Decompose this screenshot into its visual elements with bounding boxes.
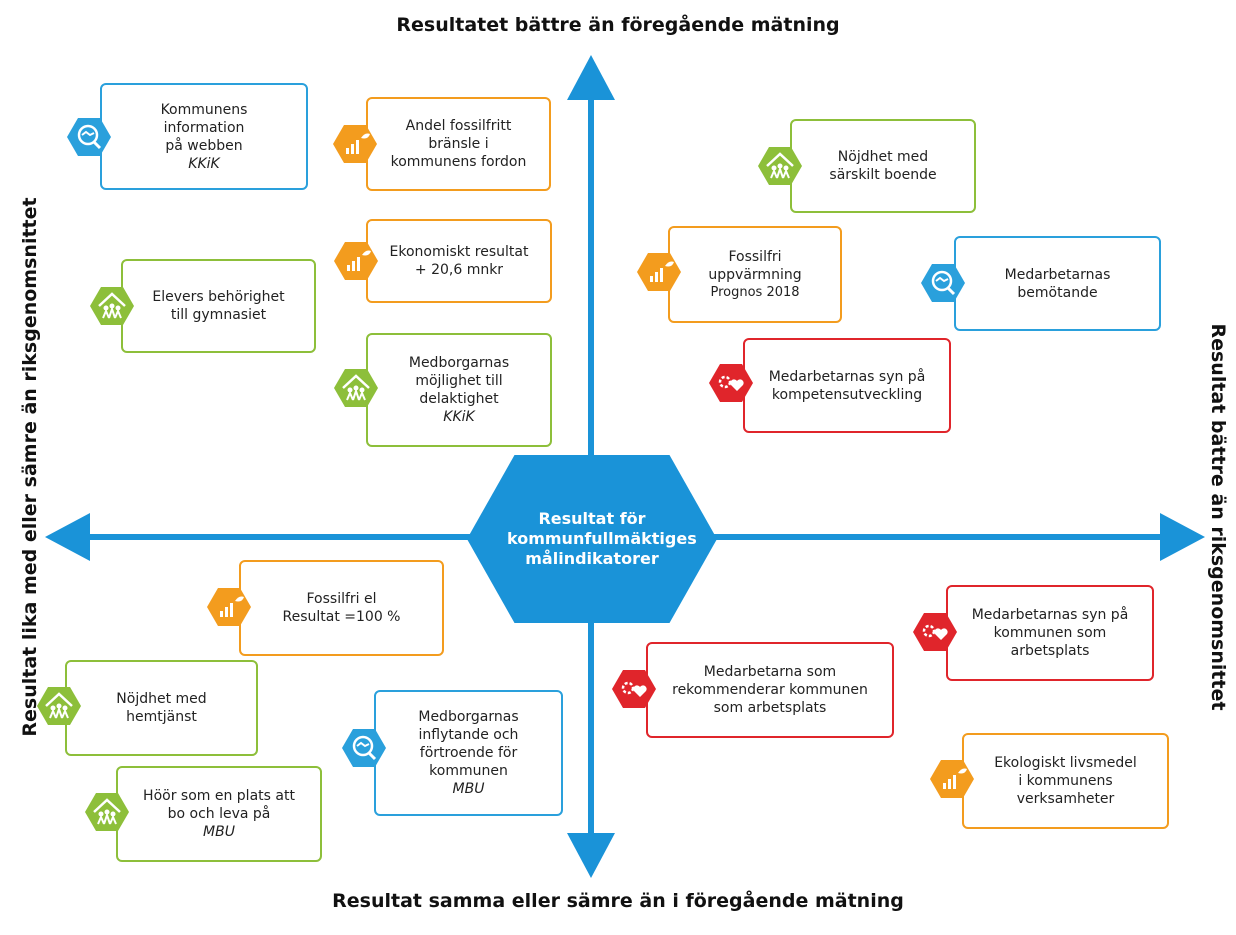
card-hoor-plats-att-leva: Höör som en plats att bo och leva på MBU bbox=[116, 766, 322, 862]
card-line: + 20,6 mnkr bbox=[414, 262, 504, 278]
card-line: Elevers behörighet bbox=[152, 289, 285, 305]
card-line: Nöjdhet med bbox=[837, 149, 929, 165]
card-line: möjlighet till bbox=[415, 373, 503, 389]
card-medborgarnas-inflytande: Medborgarnas inflytande och förtroende f… bbox=[374, 690, 563, 816]
card-elevers-behorighet: Elevers behörighet till gymnasiet bbox=[121, 259, 316, 353]
card-line: kompetensutveckling bbox=[771, 386, 923, 403]
card-line: Medarbetarnas syn på bbox=[971, 607, 1129, 623]
card-line: Höör som en plats att bbox=[143, 788, 295, 804]
heart-gear-icon bbox=[913, 613, 957, 651]
bottom-axis-label: Resultat samma eller sämre än i föregåen… bbox=[332, 890, 904, 912]
card-line: särskilt boende bbox=[829, 167, 937, 183]
card-line: kommunens fordon bbox=[390, 154, 527, 170]
center-title: Resultat för kommunfullmäktiges målindik… bbox=[507, 509, 697, 568]
card-medarbetarnas-bemotande: Medarbetarnas bemötande bbox=[954, 236, 1161, 331]
card-line: förtroende för bbox=[419, 745, 518, 761]
people-house-icon bbox=[85, 793, 129, 831]
card-note: KKiK bbox=[188, 155, 220, 172]
card-nojdhet-sarskilt-boende: Nöjdhet med särskilt boende bbox=[790, 119, 976, 213]
top-axis-label: Resultatet bättre än föregående mätning bbox=[396, 14, 840, 36]
card-line: kommunen bbox=[429, 763, 508, 779]
card-line: bemötande bbox=[1017, 284, 1098, 301]
card-line: till gymnasiet bbox=[170, 307, 267, 323]
handshake-magnifier-icon bbox=[67, 118, 111, 156]
card-note: MBU bbox=[452, 781, 485, 797]
card-subtext: Prognos 2018 bbox=[710, 284, 800, 300]
card-line: Andel fossilfritt bbox=[405, 118, 512, 134]
right-axis-label: Resultat bättre än riksgenomsnittet bbox=[1207, 323, 1229, 711]
growth-chart-icon bbox=[333, 125, 377, 163]
card-note: MBU bbox=[203, 824, 235, 840]
growth-chart-icon bbox=[637, 253, 681, 291]
people-house-icon bbox=[90, 287, 134, 325]
heart-gear-icon bbox=[709, 364, 753, 402]
card-line: på webben bbox=[165, 137, 243, 154]
heart-gear-icon bbox=[612, 670, 656, 708]
card-ekonomiskt-resultat: Ekonomiskt resultat + 20,6 mnkr bbox=[366, 219, 552, 303]
card-line: verksamheter bbox=[1016, 791, 1115, 807]
down-arrow bbox=[567, 833, 615, 878]
card-line: Ekologiskt livsmedel bbox=[994, 755, 1137, 771]
people-house-icon bbox=[334, 369, 378, 407]
card-line: arbetsplats bbox=[1010, 643, 1090, 659]
card-line: i kommunens bbox=[1018, 773, 1113, 789]
card-medborgarnas-delaktighet: Medborgarnas möjlighet till delaktighet … bbox=[366, 333, 552, 447]
card-line: inflytande och bbox=[418, 727, 519, 743]
card-line: rekommenderar kommunen bbox=[672, 682, 868, 698]
center-hexagon: Resultat för kommunfullmäktiges målindik… bbox=[467, 455, 717, 623]
card-fossilfritt-bransle: Andel fossilfritt bränsle i kommunens fo… bbox=[366, 97, 551, 191]
card-fossilfri-el: Fossilfri el Resultat =100 % bbox=[239, 560, 444, 656]
card-line: Nöjdhet med bbox=[116, 691, 207, 707]
card-line: delaktighet bbox=[419, 391, 499, 407]
card-line: Fossilfri bbox=[728, 248, 782, 265]
growth-chart-icon bbox=[207, 588, 251, 626]
card-line: information bbox=[163, 119, 245, 136]
card-nojdhet-hemtjanst: Nöjdhet med hemtjänst bbox=[65, 660, 258, 756]
card-rekommenderar-kommunen: Medarbetarna som rekommenderar kommunen … bbox=[646, 642, 894, 738]
card-note: KKiK bbox=[443, 409, 475, 425]
right-arrow bbox=[1160, 513, 1205, 561]
handshake-magnifier-icon bbox=[342, 729, 386, 767]
left-axis-label: Resultat lika med eller sämre än riksgen… bbox=[19, 197, 41, 737]
card-kommunens-information: Kommunens information på webben KKiK bbox=[100, 83, 308, 190]
card-line: Medarbetarnas syn på bbox=[768, 368, 926, 385]
card-ekologiskt-livsmedel: Ekologiskt livsmedel i kommunens verksam… bbox=[962, 733, 1169, 829]
card-line: bränsle i bbox=[428, 136, 489, 152]
card-line: Resultat =100 % bbox=[282, 609, 401, 625]
handshake-magnifier-icon bbox=[921, 264, 965, 302]
card-kompetensutveckling: Medarbetarnas syn på kompetensutveckling bbox=[743, 338, 951, 433]
growth-chart-icon bbox=[334, 242, 378, 280]
card-kommunen-som-arbetsplats: Medarbetarnas syn på kommunen som arbets… bbox=[946, 585, 1154, 681]
up-arrow bbox=[567, 55, 615, 100]
card-line: Medborgarnas bbox=[408, 355, 510, 371]
card-fossilfri-uppvarmning: Fossilfri uppvärmning Prognos 2018 bbox=[668, 226, 842, 323]
card-line: Kommunens bbox=[160, 101, 248, 118]
card-line: Medarbetarna som bbox=[703, 664, 837, 680]
card-line: Medarbetarnas bbox=[1004, 266, 1111, 283]
card-line: Ekonomiskt resultat bbox=[389, 244, 529, 260]
card-line: Medborgarnas bbox=[418, 709, 519, 725]
card-line: bo och leva på bbox=[167, 806, 271, 822]
card-line: hemtjänst bbox=[126, 709, 197, 725]
people-house-icon bbox=[37, 687, 81, 725]
people-house-icon bbox=[758, 147, 802, 185]
growth-chart-icon bbox=[930, 760, 974, 798]
card-line: kommunen som bbox=[993, 625, 1107, 641]
card-line: uppvärmning bbox=[708, 266, 802, 283]
card-line: som arbetsplats bbox=[713, 700, 827, 716]
left-arrow bbox=[45, 513, 90, 561]
card-line: Fossilfri el bbox=[306, 591, 377, 607]
